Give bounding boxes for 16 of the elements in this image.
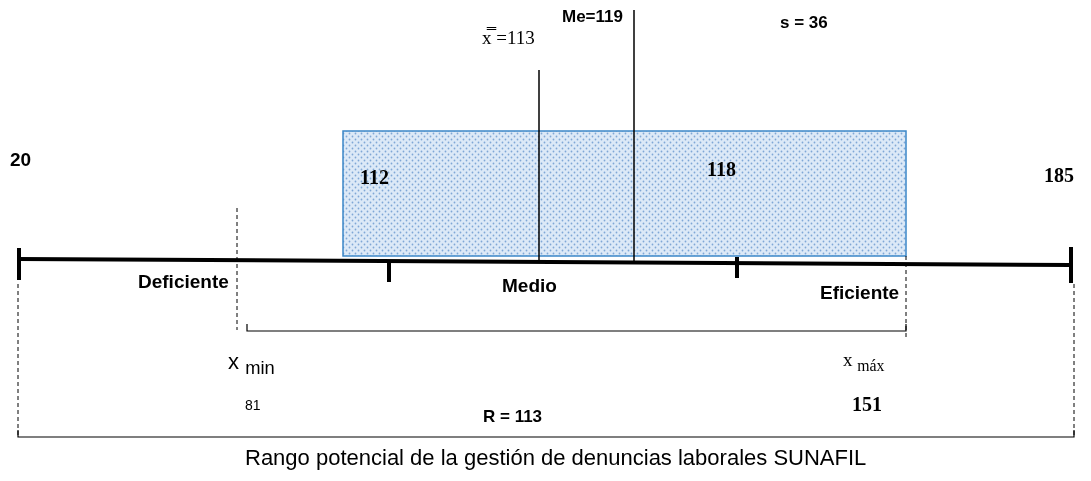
minimum-label: x $_{min}$ xyxy=(228,350,275,379)
value-label: 81 xyxy=(245,398,261,414)
value-label: 118 xyxy=(707,158,736,180)
category-label: Deficiente xyxy=(138,272,229,293)
category-label: Eficiente xyxy=(820,283,900,304)
value-label: 112 xyxy=(360,166,389,188)
value-label: 20 xyxy=(10,150,32,171)
maximum-label: x $_{máx}$ xyxy=(843,350,885,375)
value-label: 151 xyxy=(852,393,882,415)
category-label: Medio xyxy=(502,276,557,297)
value-label: 185 xyxy=(1044,164,1074,186)
caption: Rango potencial de la gestión de denuncias laborales SUNAFIL xyxy=(245,446,867,471)
range-label: R = 113 xyxy=(483,408,543,427)
median-label: Me=119 xyxy=(562,8,623,27)
deviation-label: s = 36 xyxy=(780,14,828,33)
mean-label: x̿ =113 xyxy=(482,28,535,49)
